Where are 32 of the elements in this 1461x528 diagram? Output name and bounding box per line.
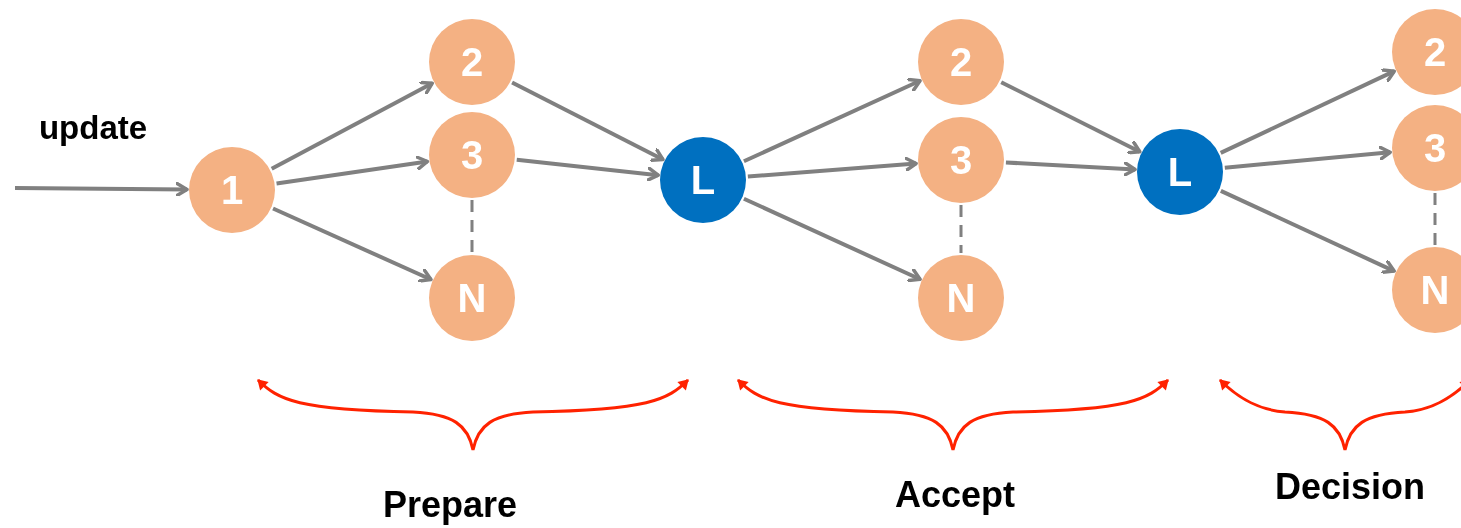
arrow (747, 156, 918, 179)
arrow (272, 206, 433, 283)
replica-node-circle: N (1392, 247, 1461, 333)
replica-node-circle: N (429, 255, 515, 341)
replica-node-circle: 1 (189, 147, 275, 233)
arrow (1220, 189, 1396, 275)
arrow (511, 80, 665, 163)
dashed-line (470, 200, 474, 253)
phase-label: Decision (1275, 466, 1425, 508)
replica-node-circle: 3 (429, 112, 515, 198)
replica-node-circle: N (918, 255, 1004, 341)
phase-label: Accept (895, 474, 1015, 516)
replica-node-circle: 2 (918, 19, 1004, 105)
arrow (1224, 145, 1392, 170)
arrow (1005, 160, 1137, 177)
arrow (1219, 68, 1397, 155)
arrow (14, 181, 189, 198)
dashed-line (959, 205, 963, 253)
leader-node-circle: L (660, 137, 746, 223)
arrow (743, 77, 922, 164)
dashed-line (1433, 193, 1437, 245)
arrow (1000, 80, 1142, 155)
replica-node-circle: 2 (429, 19, 515, 105)
arrow (270, 80, 435, 171)
arrow (743, 196, 922, 283)
replica-node-circle: 3 (1392, 105, 1461, 191)
replica-node-circle: 3 (918, 117, 1004, 203)
arrow (516, 157, 660, 182)
replica-node-circle: 2 (1392, 9, 1461, 95)
arrow (276, 155, 430, 186)
phase-label: Prepare (382, 484, 518, 526)
leader-node-circle: L (1137, 129, 1223, 215)
